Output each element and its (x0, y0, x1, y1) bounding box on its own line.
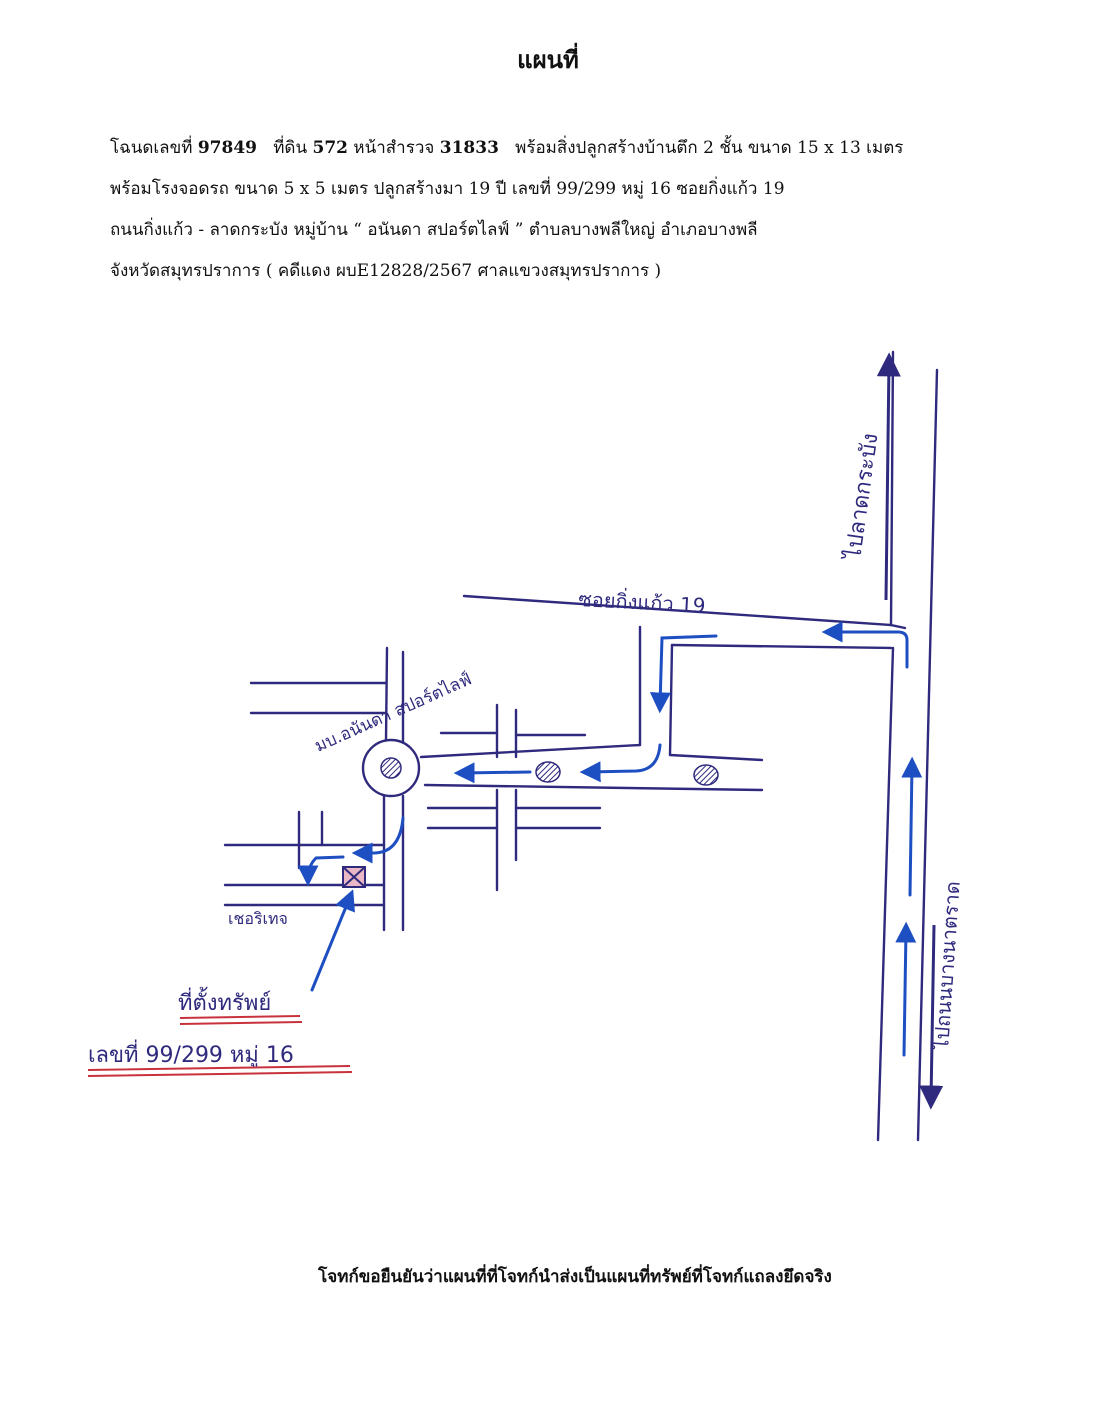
route-soi-down (649, 634, 718, 714)
route-turn-soi (821, 621, 909, 669)
location-map: ไปลาดกระบัง ซอยกิ่งแก้ว 19 มบ.อนันดา สปอ… (87, 350, 965, 1142)
speed-bump-2 (693, 764, 719, 786)
label-address: เลขที่ 99/299 หมู่ 16 (88, 1039, 294, 1068)
label-soi: ซอยกิ่งแก้ว 19 (578, 585, 706, 618)
cross-street-3 (426, 806, 499, 830)
route-to-house (297, 855, 345, 887)
village-north-road (384, 646, 405, 744)
footer-statement: โจทก์ขอยืนยันว่าแผนที่ที่โจทก์นำส่งเป็นแ… (318, 1267, 832, 1287)
arrow-to-ladkrabang (876, 352, 901, 601)
soi-road-top (462, 594, 893, 627)
soi-road-bottom (670, 643, 893, 650)
house-street (297, 810, 324, 870)
cross-street-5 (514, 806, 602, 830)
deed-number: 97849 (197, 138, 257, 158)
deed-label: โฉนดเลขที่ (110, 138, 193, 158)
village-west-road (249, 681, 388, 715)
village-road-bottom (423, 783, 764, 792)
main-road-left-bottom (876, 646, 895, 1142)
property-marker (342, 866, 366, 888)
cross-street-2 (495, 703, 518, 759)
description-line-4: จังหวัดสมุทรปราการ ( คดีแดง ผบE12828/256… (110, 261, 662, 281)
village-road-top (419, 743, 642, 759)
speed-bump-1 (535, 761, 561, 783)
pointer-to-property (310, 889, 355, 992)
underline-address (87, 1065, 353, 1077)
map-labels: ไปลาดกระบัง ซอยกิ่งแก้ว 19 มบ.อนันดา สปอ… (88, 432, 965, 1068)
label-to-bangna: ไปถนนบางนาตราด (929, 880, 965, 1052)
label-to-ladkrabang: ไปลาดกระบัง (840, 432, 884, 563)
route-to-village (579, 743, 662, 783)
cross-street-1 (439, 731, 587, 737)
survey-number: 31833 (439, 138, 499, 158)
land-label: ที่ดิน (273, 138, 308, 158)
underline-property (179, 1015, 303, 1025)
survey-label: หน้าสำรวจ (353, 138, 435, 158)
roundabout (361, 738, 421, 798)
main-road-left-top (889, 350, 907, 630)
description-line-1: โฉนดเลขที่ 97849 ที่ดิน 572 หน้าสำรวจ 31… (110, 128, 1010, 169)
page-title: แผนที่ (517, 45, 579, 74)
cross-street-4 (495, 788, 518, 892)
route-south (351, 816, 405, 864)
building-info: พร้อมสิ่งปลูกสร้างบ้านตึก 2 ชั้น ขนาด 15… (515, 138, 904, 158)
main-road-right (916, 368, 939, 1142)
route-main-road-1 (895, 921, 917, 1057)
roads (223, 350, 939, 1142)
village-south-road (382, 794, 405, 932)
route-to-roundabout (453, 762, 532, 784)
underlines (87, 1015, 353, 1077)
description-line-2: พร้อมโรงจอดรถ ขนาด 5 x 5 เมตร ปลูกสร้างม… (110, 179, 785, 199)
label-house: เชอริเทจ (228, 909, 288, 928)
arrow-to-bangna (919, 924, 944, 1110)
description-line-3: ถนนกิ่งแก้ว - ลาดกระบัง หมู่บ้าน “ อนันด… (110, 220, 758, 240)
village-road-top-east (668, 753, 764, 762)
soi-road-turn (668, 643, 674, 757)
route (297, 621, 923, 1057)
roundabout-center (380, 757, 402, 779)
route-main-road-2 (901, 756, 923, 897)
property-description: โฉนดเลขที่ 97849 ที่ดิน 572 หน้าสำรวจ 31… (110, 128, 1010, 292)
land-number: 572 (312, 138, 349, 158)
label-property: ที่ตั้งทรัพย์ (178, 987, 271, 1016)
